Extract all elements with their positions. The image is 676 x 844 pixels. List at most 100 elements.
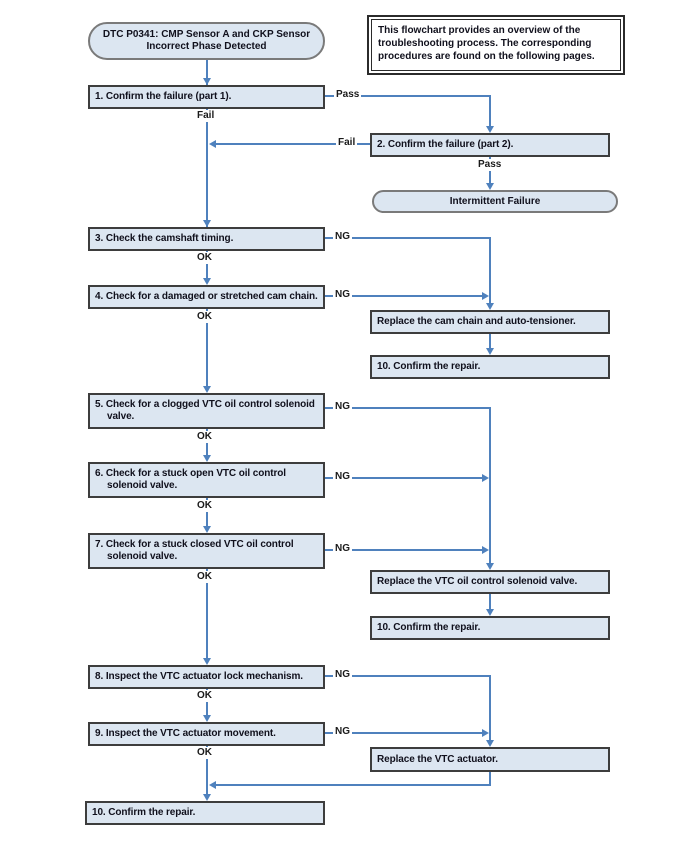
note-text: This flowchart provides an overview of t… (371, 19, 621, 71)
arrowhead-right-icon (482, 546, 489, 554)
replace-cam-chain-box: Replace the cam chain and auto-tensioner… (370, 310, 610, 334)
arrowhead-down-icon (203, 386, 211, 393)
step-3-label: 3. Check the camshaft timing. (95, 233, 234, 244)
start-terminator: DTC P0341: CMP Sensor A and CKP Sensor I… (88, 22, 325, 60)
step-7-box: 7. Check for a stuck closed VTC oil cont… (88, 533, 325, 569)
edge-step3-ng (325, 237, 490, 239)
edge-ng-collector-2 (489, 407, 491, 564)
edge-label-ok-5: OK (195, 431, 214, 443)
step-8-label: 8. Inspect the VTC actuator lock mechani… (95, 671, 303, 682)
step-7-label: 7. Check for a stuck closed VTC oil cont… (95, 539, 294, 562)
confirm-repair-mid-label: 10. Confirm the repair. (377, 622, 481, 633)
edge-step1-fail (206, 108, 208, 227)
arrowhead-down-icon (203, 715, 211, 722)
edge-label-ok-3: OK (195, 252, 214, 264)
intermittent-failure-label: Intermittent Failure (449, 195, 541, 207)
replace-cam-chain-label: Replace the cam chain and auto-tensioner… (377, 316, 576, 327)
replace-actuator-box: Replace the VTC actuator. (370, 747, 610, 772)
edge-step6-ok (206, 498, 208, 526)
step-6-box: 6. Check for a stuck open VTC oil contro… (88, 462, 325, 498)
edge-label-pass-2: Pass (476, 159, 504, 171)
arrowhead-down-icon (486, 563, 494, 570)
arrowhead-down-icon (203, 78, 211, 85)
confirm-repair-top-label: 10. Confirm the repair. (377, 361, 481, 372)
arrowhead-down-icon (203, 220, 211, 227)
step-9-box: 9. Inspect the VTC actuator movement. (88, 722, 325, 746)
edge-replace-solenoid-to-confirm (489, 594, 491, 609)
intermittent-failure-terminator: Intermittent Failure (372, 190, 618, 213)
confirm-repair-bottom-label: 10. Confirm the repair. (92, 807, 196, 818)
arrowhead-left-icon (209, 140, 216, 148)
arrowhead-right-icon (482, 474, 489, 482)
arrowhead-right-icon (482, 729, 489, 737)
arrowhead-down-icon (486, 609, 494, 616)
edge-label-ng-5: NG (333, 401, 352, 413)
arrowhead-down-icon (203, 455, 211, 462)
edge-label-ok-9: OK (195, 747, 214, 759)
edge-step3-ok (206, 250, 208, 278)
edge-label-ok-8: OK (195, 690, 214, 702)
start-terminator-label: DTC P0341: CMP Sensor A and CKP Sensor I… (102, 29, 311, 52)
edge-label-ng-6: NG (333, 471, 352, 483)
step-6-label: 6. Check for a stuck open VTC oil contro… (95, 468, 286, 491)
step-1-box: 1. Confirm the failure (part 1). (88, 85, 325, 109)
edge-replace-actuator-merge (216, 784, 491, 786)
edge-step6-ng (325, 477, 482, 479)
replace-actuator-label: Replace the VTC actuator. (377, 753, 498, 765)
arrowhead-down-icon (486, 183, 494, 190)
arrowhead-down-icon (203, 658, 211, 665)
edge-label-ok-7: OK (195, 571, 214, 583)
step-2-box: 2. Confirm the failure (part 2). (370, 133, 610, 157)
edge-start-to-step1 (206, 60, 208, 85)
edge-label-fail-1: Fail (195, 110, 217, 122)
edge-step1-pass-drop (489, 95, 491, 126)
step-3-box: 3. Check the camshaft timing. (88, 227, 325, 251)
edge-ng-collector-1 (489, 237, 491, 304)
arrowhead-right-icon (482, 292, 489, 300)
edge-step2-fail (216, 143, 370, 145)
edge-step7-ng (325, 549, 482, 551)
edge-step4-ng (325, 295, 482, 297)
arrowhead-down-icon (486, 303, 494, 310)
step-1-label: 1. Confirm the failure (part 1). (95, 91, 232, 102)
edge-step8-ng (325, 675, 490, 677)
note-box: This flowchart provides an overview of t… (367, 15, 625, 75)
confirm-repair-mid-box: 10. Confirm the repair. (370, 616, 610, 640)
arrowhead-down-icon (486, 348, 494, 355)
edge-step9-ng (325, 732, 482, 734)
edge-label-ng-8: NG (333, 669, 352, 681)
replace-solenoid-label: Replace the VTC oil control solenoid val… (377, 576, 578, 587)
step-9-label: 9. Inspect the VTC actuator movement. (95, 728, 276, 739)
edge-replace-cam-to-confirm (489, 334, 491, 349)
step-2-label: 2. Confirm the failure (part 2). (377, 139, 514, 150)
step-5-box: 5. Check for a clogged VTC oil control s… (88, 393, 325, 429)
edge-replace-actuator-out (489, 772, 491, 786)
confirm-repair-top-box: 10. Confirm the repair. (370, 355, 610, 379)
step-4-label: 4. Check for a damaged or stretched cam … (95, 291, 318, 302)
confirm-repair-bottom-box: 10. Confirm the repair. (85, 801, 325, 825)
edge-label-ng-9: NG (333, 726, 352, 738)
step-8-box: 8. Inspect the VTC actuator lock mechani… (88, 665, 325, 689)
edge-label-pass-1: Pass (334, 89, 362, 101)
replace-solenoid-box: Replace the VTC oil control solenoid val… (370, 570, 610, 594)
edge-step7-ok (206, 569, 208, 658)
edge-step4-ok (206, 308, 208, 386)
edge-label-ng-4: NG (333, 289, 352, 301)
step-5-label: 5. Check for a clogged VTC oil control s… (95, 399, 315, 422)
edge-step1-pass (325, 95, 490, 97)
edge-label-ok-6: OK (195, 500, 214, 512)
edge-label-ng-3: NG (333, 231, 352, 243)
edge-label-fail-2: Fail (336, 137, 358, 149)
arrowhead-down-icon (486, 126, 494, 133)
arrowhead-down-icon (486, 740, 494, 747)
edge-step9-ok (206, 745, 208, 794)
edge-label-ok-4: OK (195, 311, 214, 323)
edge-label-ng-7: NG (333, 543, 352, 555)
edge-ng-collector-3 (489, 675, 491, 741)
arrowhead-left-icon (209, 781, 216, 789)
step-4-box: 4. Check for a damaged or stretched cam … (88, 285, 325, 309)
arrowhead-down-icon (203, 278, 211, 285)
arrowhead-down-icon (203, 526, 211, 533)
arrowhead-down-icon (203, 794, 211, 801)
